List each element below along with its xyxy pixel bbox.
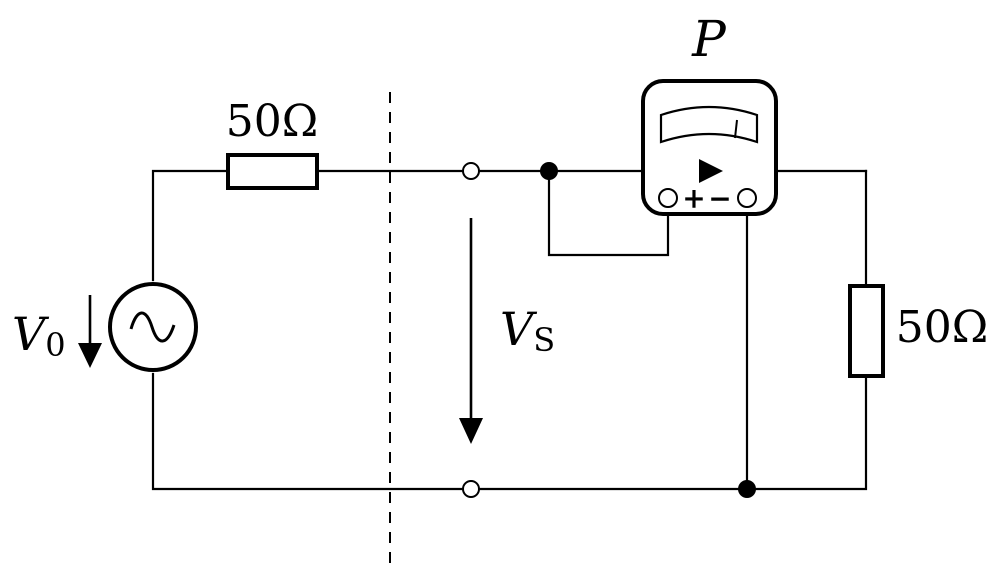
- load-resistor-label: 50Ω: [896, 302, 988, 353]
- ac-source: [108, 282, 198, 372]
- power-meter: + −: [641, 79, 778, 216]
- port-terminal-top: [462, 162, 480, 180]
- junction-dot-top: [540, 162, 558, 180]
- meter-minus-sign: −: [708, 182, 731, 215]
- meter-arrow-icon: [699, 159, 723, 183]
- meter-terminal-minus: [737, 188, 757, 208]
- meter-needle: [734, 119, 738, 139]
- source-resistor: [226, 153, 319, 190]
- port-voltage-subscript: S: [533, 321, 555, 359]
- port-terminal-bottom: [462, 480, 480, 498]
- meter-plus-sign: +: [682, 182, 705, 215]
- source-voltage-arrow: [78, 295, 102, 368]
- sine-wave-icon: [129, 311, 176, 343]
- meter-dial-icon: [659, 105, 759, 144]
- meter-terminal-plus: [658, 188, 678, 208]
- port-wires: [474, 169, 868, 491]
- port-voltage-arrow: [459, 218, 483, 444]
- source-voltage-symbol: V: [12, 307, 50, 361]
- port-voltage-symbol: V: [500, 302, 538, 356]
- junction-dot-bottom: [738, 480, 756, 498]
- source-voltage-subscript: 0: [45, 326, 65, 364]
- source-voltage-label: V0: [12, 307, 66, 364]
- source-wires: [151, 169, 469, 491]
- meter-label: P: [691, 10, 727, 68]
- port-voltage-label: VS: [500, 302, 555, 359]
- load-resistor: [848, 284, 885, 378]
- source-resistor-label: 50Ω: [226, 96, 318, 147]
